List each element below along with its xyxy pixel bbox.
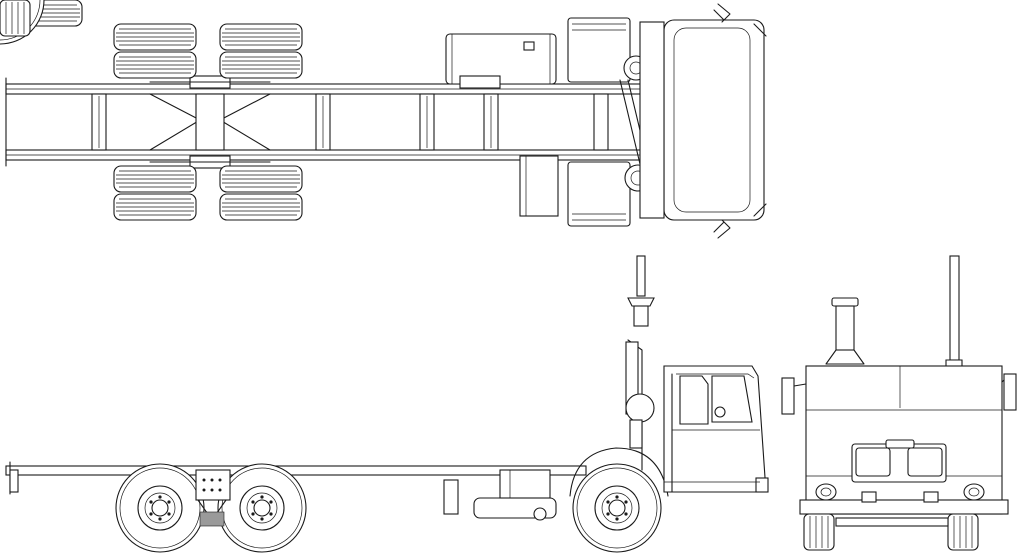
top-rear-tires	[0, 0, 303, 221]
front-grille	[851, 439, 947, 483]
top-fuel-tank	[445, 33, 557, 89]
front-air-cleaner	[825, 297, 865, 365]
top-battery-box	[519, 155, 559, 217]
side-fuel-tank	[443, 469, 557, 521]
front-headlights	[815, 483, 985, 501]
top-view	[0, 0, 767, 239]
side-exhaust-stack	[625, 255, 655, 471]
side-view	[0, 0, 769, 553]
front-axle	[835, 517, 949, 527]
front-bumper	[799, 491, 1009, 515]
top-mirrors	[713, 3, 731, 239]
side-frame-rail	[5, 461, 587, 495]
front-mirrors	[781, 373, 1017, 415]
front-exhaust-stack	[945, 255, 963, 373]
top-front-axle	[567, 17, 652, 227]
side-front-wheel	[569, 447, 669, 553]
top-cross-members	[91, 93, 609, 151]
front-tires	[0, 0, 979, 551]
side-rear-suspension	[195, 469, 231, 527]
side-cab	[663, 365, 769, 493]
top-suspension-brace	[149, 75, 271, 169]
top-cab-roof	[639, 19, 767, 221]
